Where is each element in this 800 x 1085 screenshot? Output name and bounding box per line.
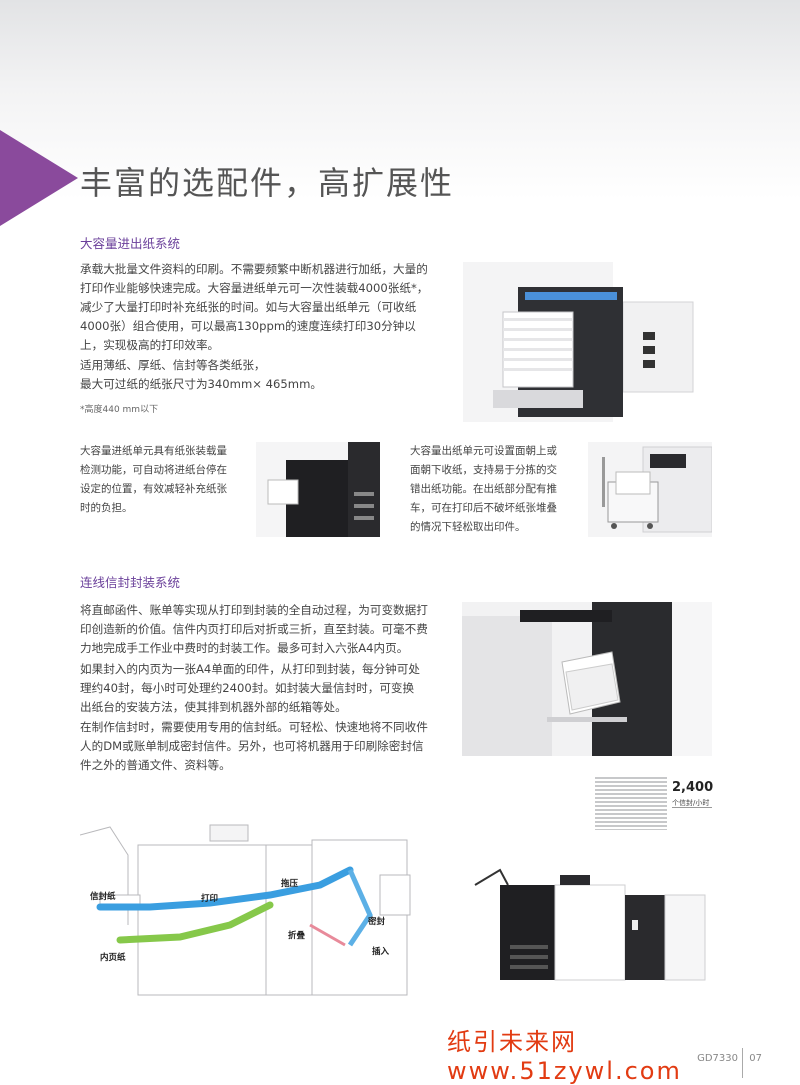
stat-graphic-lines	[595, 777, 667, 830]
text-line: 车，可在打印后不破坏纸张堆叠	[410, 502, 557, 514]
label-inner-page: 内页纸	[100, 953, 126, 963]
text-line: 面朝下收纸，支持易于分拣的交	[410, 464, 557, 476]
footnote: *高度440 mm以下	[80, 405, 159, 415]
section1-paragraph-1: 承载大批量文件资料的印刷。不需要频繁中断机器进行加纸，大量的 打印作业能够快速完…	[80, 260, 440, 355]
photo-high-capacity-feeder	[463, 262, 711, 422]
label-insert: 插入	[372, 947, 390, 957]
text-line: 力地完成手工作业中费时的封装工作。最多可封入六张A4内页。	[80, 641, 409, 655]
text-line: 的情况下轻松取出印件。	[410, 521, 526, 533]
text-line: 设定的位置，有效减轻补充纸张	[80, 483, 227, 495]
text-line: 上，实现极高的打印效率。	[80, 338, 220, 352]
section-title-envelope-system: 连线信封封装系统	[80, 575, 181, 590]
label-print: 打印	[201, 894, 219, 904]
text-line: 如果封入的内页为一张A4单面的印件，从打印到封装，每分钟可处	[80, 662, 420, 676]
stat-divider	[672, 807, 712, 808]
photo-feed-unit	[256, 442, 380, 537]
footer-model: GD7330	[697, 1053, 738, 1064]
text-line: 大容量进纸单元具有纸张装载量	[80, 445, 227, 457]
photo-envelope-output	[462, 602, 712, 756]
section-title-feed-system: 大容量进出纸系统	[80, 236, 181, 251]
feed-unit-caption: 大容量进纸单元具有纸张装载量 检测功能，可自动将进纸台停在 设定的位置，有效减轻…	[80, 442, 255, 518]
label-fold: 折叠	[288, 931, 306, 941]
text-line: 将直邮函件、账单等实现从打印到封装的全自动过程，为可变数据打	[80, 603, 428, 617]
text-line: 时的负担。	[80, 502, 133, 514]
text-line: 大容量出纸单元可设置面朝上或	[410, 445, 557, 457]
photo-full-system	[470, 865, 710, 990]
text-line: 检测功能，可自动将进纸台停在	[80, 464, 227, 476]
photo-stacker-cart	[588, 442, 712, 537]
section1-paragraph-2: 适用薄纸、厚纸、信封等各类纸张， 最大可过纸的纸张尺寸为340mm× 465mm…	[80, 356, 440, 394]
page-title: 丰富的选配件，高扩展性	[80, 164, 455, 202]
label-envelope-paper: 信封纸	[90, 892, 116, 902]
section2-paragraph-1: 将直邮函件、账单等实现从打印到封装的全自动过程，为可变数据打 印创造新的价值。信…	[80, 601, 450, 658]
text-line: 打印作业能够快速完成。大容量进纸单元可一次性装载4000张纸*，	[80, 281, 429, 295]
text-line: 件之外的普通文件、资料等。	[80, 758, 231, 772]
accent-triangle	[0, 130, 78, 226]
text-line: 理约40封，每小时可处理约2400封。如封装大量信封时，可变换	[80, 681, 415, 695]
text-line: 出纸台的安装方法，使其排到机器外部的纸箱等处。	[80, 700, 347, 714]
footer-divider	[742, 1048, 743, 1078]
text-line: 承载大批量文件资料的印刷。不需要频繁中断机器进行加纸，大量的	[80, 262, 428, 276]
text-line: 印创造新的价值。信件内页打印后对折或三折，直至封装。可毫不费	[80, 622, 428, 636]
text-line: 在制作信封时，需要使用专用的信封纸。可轻松、快速地将不同收件	[80, 720, 428, 734]
stat-unit: 个信封/小时	[672, 799, 710, 807]
stacker-caption: 大容量出纸单元可设置面朝上或 面朝下收纸，支持易于分拣的交 错出纸功能。在出纸部…	[410, 442, 582, 537]
watermark-text: 纸引未来网 www.51zywl.com	[447, 1028, 682, 1085]
text-line: 适用薄纸、厚纸、信封等各类纸张，	[80, 358, 266, 372]
text-line: 减少了大量打印时补充纸张的时间。如与大容量出纸单元（可收纸	[80, 300, 417, 314]
text-line: 最大可过纸的纸张尺寸为340mm× 465mm。	[80, 377, 322, 391]
text-line: 人的DM或账单制成密封信件。另外，也可将机器用于印刷除密封信	[80, 739, 424, 753]
envelope-process-diagram: 信封纸 打印 拖压 折叠 密封 插入 内页纸	[79, 815, 440, 1005]
section2-paragraph-3: 在制作信封时，需要使用专用的信封纸。可轻松、快速地将不同收件 人的DM或账单制成…	[80, 718, 450, 775]
section2-paragraph-2: 如果封入的内页为一张A4单面的印件，从打印到封装，每分钟可处 理约40封，每小时…	[80, 660, 450, 717]
page-number: 07	[749, 1053, 762, 1064]
stat-value: 2,400	[672, 780, 714, 795]
text-line: 4000张）组合使用，可以最高130ppm的速度连续打印30分钟以	[80, 319, 416, 333]
text-line: 错出纸功能。在出纸部分配有推	[410, 483, 557, 495]
label-seal: 密封	[368, 917, 386, 927]
label-press: 拖压	[281, 879, 299, 889]
